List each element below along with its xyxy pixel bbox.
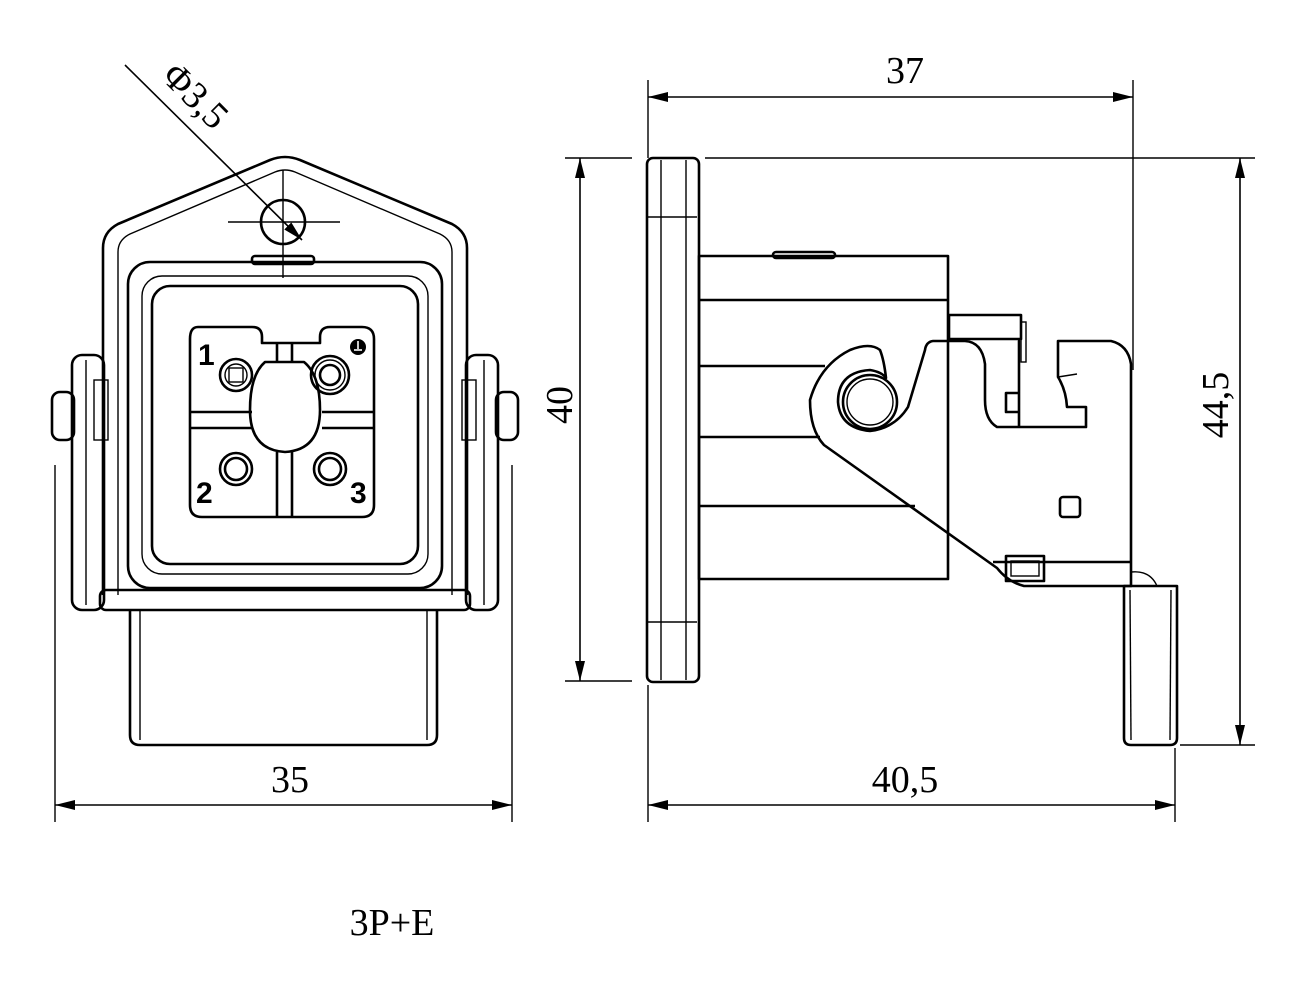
width-dimension-label: 35 bbox=[271, 759, 309, 801]
contact-2 bbox=[218, 451, 254, 487]
drawing-title: 3P+E bbox=[350, 902, 435, 944]
overall-height-dimension-label: 44,5 bbox=[1195, 372, 1237, 439]
contact-1 bbox=[218, 357, 254, 393]
square-hole bbox=[1058, 495, 1082, 519]
contact-3 bbox=[312, 451, 348, 487]
hole-leader-line bbox=[124, 64, 303, 241]
coding-keyhole bbox=[248, 360, 322, 454]
frame-middle bbox=[141, 275, 429, 575]
contact-earth bbox=[309, 354, 351, 396]
front-view: Φ3,5 1 bbox=[50, 55, 520, 822]
bottom-flange bbox=[98, 588, 472, 612]
frame-inner bbox=[150, 284, 420, 566]
bottom-tab bbox=[1122, 584, 1179, 747]
earth-icon bbox=[350, 339, 366, 355]
cable-entry bbox=[128, 610, 439, 747]
frame-outer bbox=[126, 260, 444, 590]
hole-diameter-label: Φ3,5 bbox=[154, 55, 237, 138]
pivot-pin bbox=[841, 373, 899, 431]
mounting-plate bbox=[645, 156, 701, 684]
pin-label-1: 1 bbox=[198, 339, 215, 372]
overall-depth-dimension-label: 40,5 bbox=[872, 759, 939, 801]
latch-peg bbox=[947, 313, 1023, 341]
contact-insert: 1 2 3 bbox=[188, 325, 376, 519]
locking-lever bbox=[808, 339, 1133, 588]
top-tab bbox=[771, 250, 837, 260]
top-latch-tab bbox=[250, 254, 316, 266]
right-lever bbox=[461, 353, 520, 612]
housing-inner-outline bbox=[117, 169, 453, 595]
housing-outline bbox=[101, 155, 469, 595]
plate-height-dimension-label: 40 bbox=[539, 386, 581, 424]
pin-label-3: 3 bbox=[350, 477, 367, 510]
left-lever bbox=[50, 353, 109, 612]
pin-label-2: 2 bbox=[196, 477, 213, 510]
housing-body bbox=[697, 254, 950, 581]
depth-dimension-label: 37 bbox=[886, 50, 924, 92]
slot bbox=[1004, 554, 1046, 583]
side-view: 37 40 44,5 40,5 bbox=[539, 50, 1255, 822]
